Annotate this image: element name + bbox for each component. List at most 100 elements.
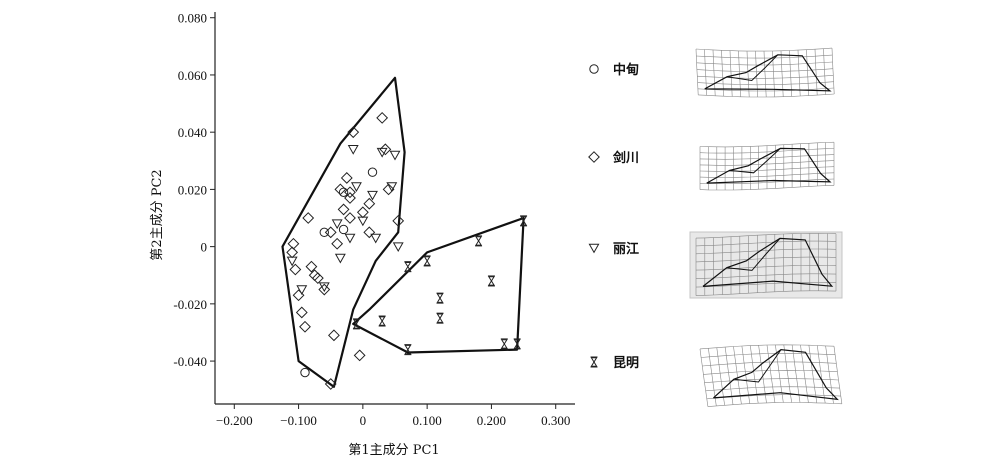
triangle-down-point [344,233,356,244]
circle-point [319,227,329,238]
diamond-point [324,226,337,239]
legend-item: 昆明 [590,355,639,371]
data-points [286,111,528,390]
hourglass-point [513,338,521,350]
diamond-point [337,203,350,216]
legend-label: 中甸 [613,62,639,78]
legend-marker-circle [589,64,599,74]
x-axis-ticks: −0.200 −0.100 0 0.100 0.200 0.300 [216,404,570,428]
y-tick-label: 0.040 [178,125,207,140]
diamond-point [311,272,324,285]
diamond-point [376,111,389,124]
diamond-point [299,320,311,333]
diamond-point [392,214,405,227]
circle-point [367,167,378,177]
diamond-point [353,349,366,362]
diamond-point [363,197,376,210]
diamond-point [292,289,305,302]
diamond-point [295,306,308,319]
legend-marker-diamond [588,151,600,163]
diamond-point [302,212,315,224]
y-axis-ticks: 0.080 0.060 0.040 0.020 0 -0.020 -0.040 [173,11,215,369]
hourglass-point [487,275,495,287]
triangle-down-point [357,216,369,227]
triangle-down-point [296,285,308,295]
hourglass-point [436,312,444,324]
hull-group-1 [281,76,406,388]
diamond-point [286,246,299,259]
legend-item: 剑川 [588,150,639,166]
triangle-down-point [370,233,382,244]
legend-item: 中甸 [589,62,639,78]
convex-hulls [281,76,525,388]
diamond-point [328,329,340,342]
legend-label: 剑川 [612,150,639,166]
hourglass-point [423,255,431,267]
hourglass-point [352,318,360,330]
diamond-point [363,226,376,239]
diamond-point [344,186,356,199]
x-tick-label: 0 [360,413,367,428]
triangle-down-point [386,182,398,192]
diamond-point [356,206,369,219]
deformation-grid-lijiang [689,231,843,299]
triangle-down-point [389,150,401,161]
deformation-grid-jianchuan [699,141,835,191]
diamond-point [382,183,395,196]
diamond-point [344,192,356,204]
deformation-grid-zhongdian [695,47,835,98]
x-tick-label: 0.200 [477,413,506,428]
diamond-point [334,183,347,196]
diamond-point [305,260,318,273]
legend-item: 丽江 [588,241,639,257]
y-tick-label: -0.020 [173,297,207,312]
triangle-down-point [286,256,298,267]
hourglass-point [436,292,444,304]
legend-marker-triangle-down [588,243,600,254]
triangle-down-point [367,190,378,201]
triangle-down-point [392,242,404,253]
hourglass-point [500,338,508,350]
y-tick-label: 0 [201,240,208,255]
diamond-point [340,172,353,184]
y-tick-label: 0.020 [178,182,207,197]
x-axis-label: 第1主成分 PC1 [348,443,439,458]
circle-point [338,187,349,197]
deformation-grid-kunming [699,344,843,407]
hourglass-point [378,315,386,327]
triangle-down-point [347,145,359,155]
hourglass-point [520,215,528,227]
triangle-down-point [318,282,330,293]
diamond-point [379,143,392,156]
diamond-point [331,237,344,250]
hourglass-point [475,235,483,247]
circle-point [338,224,349,235]
triangle-down-point [350,182,362,192]
hull-group-2 [352,216,525,354]
diamond-point [347,126,360,139]
triangle-down-point [331,219,343,230]
legend-label: 昆明 [613,355,639,371]
circle-point [300,367,310,378]
y-tick-label: 0.080 [178,11,207,26]
legend-label: 丽江 [613,241,639,257]
triangle-down-point [376,147,388,158]
diamond-point [324,378,337,390]
x-tick-label: −0.200 [216,413,253,428]
diamond-point [287,237,300,250]
deformation-grids [689,47,843,407]
hourglass-point [404,344,412,356]
y-tick-label: -0.040 [173,354,207,369]
legend-marker-hourglass [590,356,598,368]
triangle-down-point [334,253,346,264]
diamond-point [344,212,356,224]
x-tick-label: 0.300 [541,413,570,428]
x-tick-label: 0.100 [413,413,442,428]
y-tick-label: 0.060 [178,68,207,83]
hourglass-point [404,261,412,273]
x-tick-label: −0.100 [280,413,317,428]
diamond-point [318,283,331,296]
